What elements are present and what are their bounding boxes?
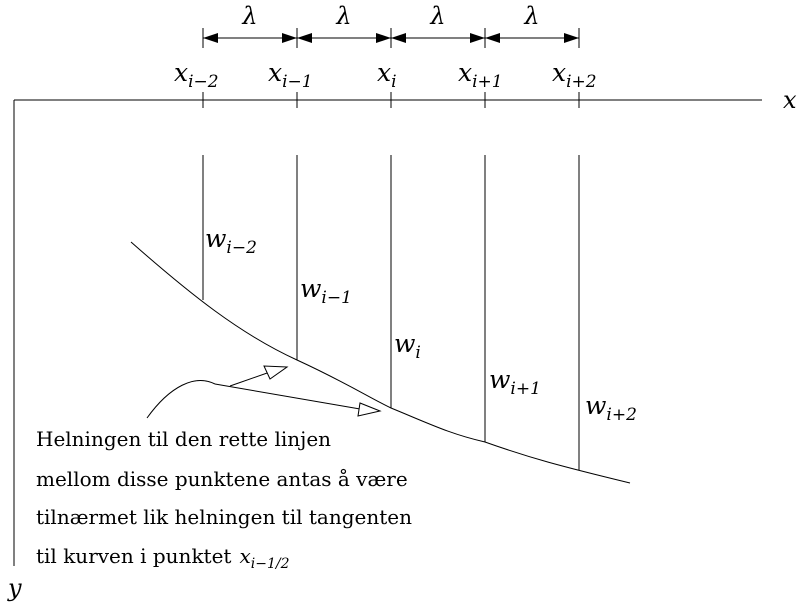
- pointer-curve: [146, 380, 216, 419]
- spacing-label: λ: [335, 2, 351, 30]
- caption-line: til kurven i punktet xi−1/2: [36, 544, 290, 572]
- caption-line: Helningen til den rette linjen: [36, 427, 331, 451]
- station-label-sub: i−2: [188, 72, 219, 92]
- arrowhead-icon: [203, 33, 218, 43]
- dimension-arrowheads: [203, 33, 579, 43]
- axis-ticks: [202, 92, 580, 108]
- station-label-sub: i+2: [566, 72, 597, 92]
- deflection-label-sub: i−1: [321, 288, 352, 308]
- deflection-curve: [130, 241, 631, 484]
- arrowhead-icon: [391, 33, 406, 43]
- deflection-label-base: w: [489, 365, 510, 394]
- station-label-sub: i: [391, 72, 396, 92]
- pointer-line: [214, 383, 361, 410]
- deflection-label-base: w: [585, 391, 606, 420]
- station-label: xi+2: [552, 58, 597, 92]
- caption-point-sub: i−1/2: [251, 556, 290, 572]
- pointer-arrowhead-icon: [357, 402, 382, 417]
- deflection-label-sub: i+1: [510, 379, 541, 399]
- arrowhead-icon: [485, 33, 500, 43]
- pointer-arrowhead-icon: [263, 365, 289, 380]
- deflection-label-base: w: [394, 329, 415, 358]
- deflection-label-sub: i−2: [226, 238, 257, 258]
- deflection-label: wi+2: [585, 391, 637, 425]
- deflection-label-base: w: [300, 274, 321, 303]
- arrowhead-icon: [376, 33, 391, 43]
- spacing-label: λ: [523, 2, 539, 30]
- station-label: xi−2: [174, 58, 219, 92]
- station-label-base: x: [268, 58, 282, 87]
- deflection-label-sub: i: [415, 343, 420, 363]
- station-label-base: x: [552, 58, 566, 87]
- deflection-label: wi−2: [205, 224, 257, 258]
- pointer-line: [229, 371, 271, 387]
- deflection-label: wi−1: [300, 274, 352, 308]
- arrowhead-icon: [297, 33, 312, 43]
- spacing-label: λ: [429, 2, 445, 30]
- station-label-base: x: [458, 58, 472, 87]
- caption-point-base: x: [239, 544, 250, 568]
- y-axis-label: y: [7, 574, 22, 602]
- caption-text: til kurven i punktet: [36, 544, 231, 568]
- spacing-label: λ: [241, 2, 257, 30]
- deflection-label-base: w: [205, 224, 226, 253]
- x-axis-label: x: [783, 86, 797, 114]
- station-label: xi−1: [268, 58, 313, 92]
- caption-line: tilnærmet lik helningen til tangenten: [36, 505, 412, 529]
- station-label-sub: i−1: [282, 72, 313, 92]
- station-label-sub: i+1: [472, 72, 503, 92]
- station-label: xi+1: [458, 58, 503, 92]
- deflection-label: wi+1: [489, 365, 541, 399]
- caption-line: mellom disse punktene antas å være: [36, 467, 408, 491]
- station-label-base: x: [377, 58, 391, 87]
- arrowhead-icon: [282, 33, 297, 43]
- station-label: xi: [377, 58, 397, 92]
- arrowhead-icon: [564, 33, 579, 43]
- arrowhead-icon: [470, 33, 485, 43]
- deflection-lines: [202, 155, 580, 470]
- deflection-label-sub: i+2: [606, 405, 637, 425]
- station-label-base: x: [174, 58, 188, 87]
- deflection-label: wi: [394, 329, 421, 363]
